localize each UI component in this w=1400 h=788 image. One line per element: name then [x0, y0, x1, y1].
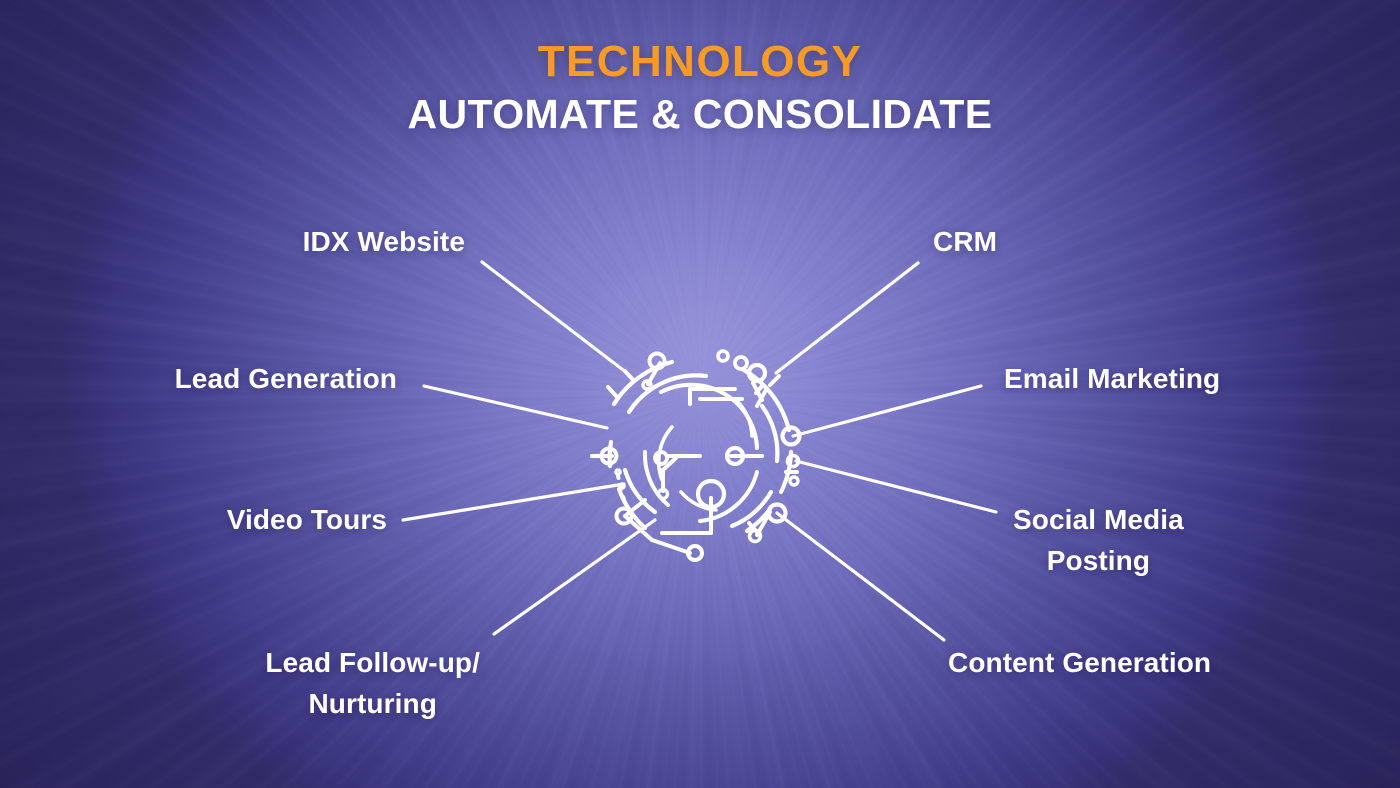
connector-lead-generation — [422, 384, 609, 430]
connector-email-marketing — [791, 384, 983, 438]
label-lead-generation[interactable]: Lead Generation — [174, 363, 397, 394]
label-crm[interactable]: CRM — [933, 226, 998, 257]
label-idx-website[interactable]: IDX Website — [302, 226, 465, 257]
label-video-tours[interactable]: Video Tours — [226, 504, 387, 535]
title-block: TECHNOLOGY AUTOMATE & CONSOLIDATE — [0, 37, 1400, 137]
connector-content-generation — [775, 511, 946, 642]
page-subtitle: AUTOMATE & CONSOLIDATE — [407, 90, 993, 137]
label-social-media-posting[interactable]: Social Media Posting — [1013, 504, 1184, 576]
connector-lead-follow-up — [492, 518, 657, 636]
connector-idx-website — [480, 260, 629, 375]
page-title: TECHNOLOGY — [537, 37, 863, 86]
connector-video-tours — [401, 482, 626, 522]
connector-social-media — [794, 459, 998, 514]
connector-crm — [774, 261, 920, 375]
label-content-generation[interactable]: Content Generation — [948, 647, 1212, 678]
label-email-marketing[interactable]: Email Marketing — [1004, 363, 1221, 394]
circuit-technology-icon — [590, 349, 802, 562]
connector-lines — [401, 260, 998, 642]
label-lead-follow-up[interactable]: Lead Follow-up/ Nurturing — [265, 647, 480, 719]
